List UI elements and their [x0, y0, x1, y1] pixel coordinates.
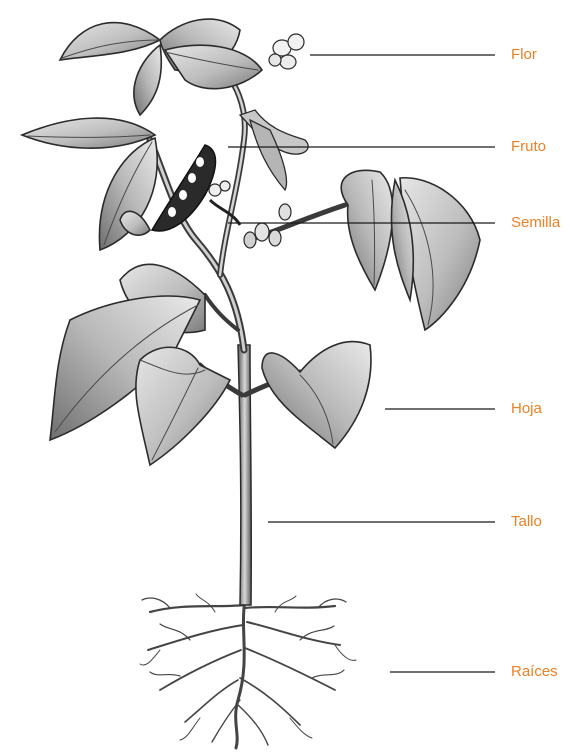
label-raices: Raíces	[511, 663, 558, 681]
label-tallo: Tallo	[511, 513, 542, 531]
roots	[140, 594, 356, 748]
label-flor: Flor	[511, 46, 537, 64]
label-fruto: Fruto	[511, 138, 546, 156]
label-hoja: Hoja	[511, 400, 542, 418]
label-semilla: Semilla	[511, 214, 560, 232]
seeds	[210, 200, 291, 248]
